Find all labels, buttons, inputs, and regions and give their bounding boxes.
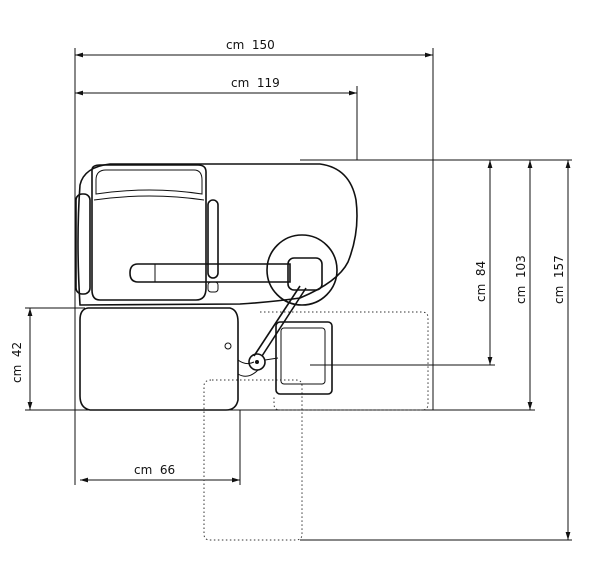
seat-block [79, 307, 259, 411]
label-depth-unit: cm 103 [514, 255, 528, 304]
tray-swing-envelope [260, 311, 429, 411]
label-depth-headrest: cm 84 [474, 261, 488, 302]
pivot-joint [248, 353, 266, 371]
dental-chair [75, 163, 358, 357]
label-depth-total: cm 157 [552, 255, 566, 304]
right-armrest [207, 199, 219, 279]
seat-linkage-lower [237, 369, 259, 377]
label-width-total: cm 150 [226, 38, 275, 52]
tray-link-arm [253, 285, 301, 357]
instrument-arm [129, 263, 291, 283]
label-seat-width: cm 66 [134, 463, 175, 477]
assistant-swing-envelope [203, 379, 303, 541]
backrest-cushion-line [93, 195, 205, 201]
instrument-tray-inner [280, 327, 326, 385]
tray-assembly [248, 321, 333, 395]
dimension-lines [27, 52, 571, 540]
seat-outline [79, 307, 239, 411]
backrest-cushion-top [95, 169, 203, 195]
dimension-labels: cm 150 cm 119 cm 66 cm 84 cm 103 cm 157 … [10, 38, 566, 477]
seat-control-dot [224, 342, 232, 350]
swing-envelopes [203, 311, 429, 541]
right-armrest-foot [207, 281, 219, 293]
pivot-joint-center [255, 360, 259, 364]
label-width-unit: cm 119 [231, 76, 280, 90]
chair-base-disc [266, 234, 338, 306]
instrument-tray-outer [275, 321, 333, 395]
seat-linkage [237, 359, 255, 365]
backrest [91, 164, 207, 301]
label-seat-height: cm 42 [10, 342, 24, 383]
left-armrest [75, 193, 91, 295]
arm-head-block [287, 257, 323, 291]
